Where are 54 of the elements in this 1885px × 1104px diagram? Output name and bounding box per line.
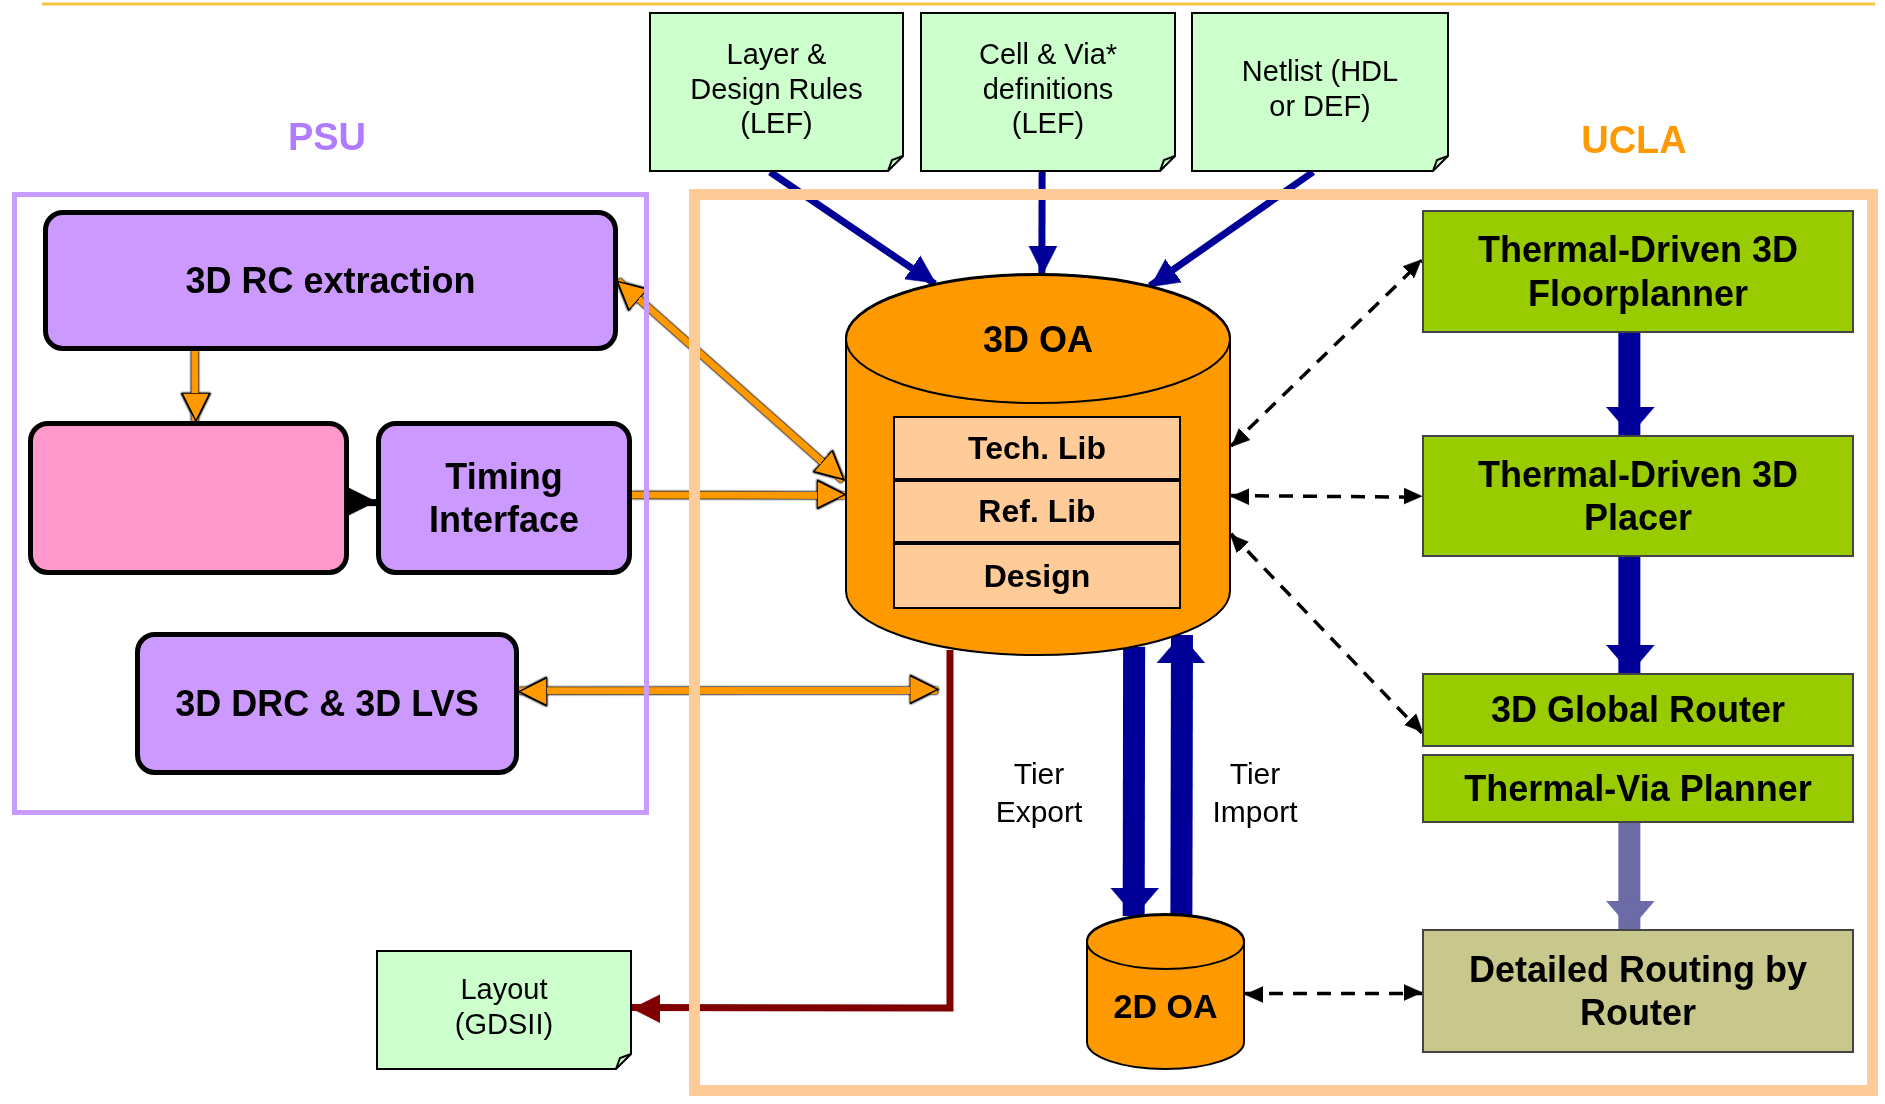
process-box: [1422, 210, 1854, 333]
document-note: [649, 12, 904, 172]
database-cylinder: [845, 274, 1231, 656]
node-label: Thermal-Driven 3D Placer: [1476, 452, 1800, 540]
arrow: [631, 649, 954, 1023]
node-label: Thermal-Driven 3D Floorplanner: [1476, 228, 1800, 315]
dashed-arrow: [1229, 532, 1424, 735]
arrow: [632, 479, 846, 510]
arrow: [615, 277, 846, 483]
process-box: [1422, 673, 1854, 747]
node-label: Layout (GDSII): [453, 972, 555, 1042]
process-box: [43, 210, 618, 351]
table-row: [893, 480, 1181, 543]
document-note: [1191, 12, 1449, 172]
arrow: [1156, 634, 1206, 915]
arrow: [1147, 169, 1316, 289]
arrow: [518, 674, 939, 707]
dashed-arrow: [1229, 259, 1424, 448]
arrow: [347, 487, 377, 516]
node-label: Design: [983, 556, 1091, 596]
arrow: [1028, 172, 1058, 275]
node-label: 3D OA: [983, 318, 1093, 362]
node-label: Layer & Design Rules (LEF): [689, 36, 864, 142]
process-box: [1422, 435, 1854, 557]
region-heading: UCLA: [1581, 118, 1687, 163]
node-label: Netlist (HDL or DEF): [1240, 54, 1400, 124]
node-label: 3D DRC & 3D LVS: [175, 681, 479, 726]
node-label: Thermal-Via Planner: [1464, 766, 1812, 811]
node-label: Tech. Lib: [967, 428, 1107, 468]
process-box: [1422, 754, 1854, 823]
arrow: [181, 351, 211, 422]
node-label: Cell & Via* definitions (LEF): [977, 36, 1119, 142]
node-label: 3D Global Router: [1491, 688, 1785, 732]
arrow: [1606, 557, 1655, 674]
database-cylinder: [1086, 914, 1245, 1070]
node-label: Ref. Lib: [978, 492, 1096, 531]
process-box: [28, 421, 349, 575]
dashed-arrow: [1244, 984, 1423, 1003]
process-box: [376, 421, 632, 575]
arrow: [768, 169, 937, 287]
document-note: [376, 950, 632, 1070]
table-row: [893, 416, 1181, 480]
process-box: [1422, 929, 1854, 1053]
node-label: 2D OA: [1113, 986, 1218, 1027]
node-label: Timing Interface: [427, 454, 581, 542]
region-heading: PSU: [287, 115, 367, 160]
node-label: Detailed Routing by Router: [1468, 947, 1808, 1035]
dashed-arrow: [1230, 487, 1423, 505]
table-row: [893, 543, 1181, 609]
document-note: [920, 12, 1176, 172]
arrow: [1606, 333, 1655, 436]
node-label: 3D RC extraction: [185, 258, 476, 303]
process-box: [135, 632, 519, 775]
arrow: [1606, 823, 1655, 930]
